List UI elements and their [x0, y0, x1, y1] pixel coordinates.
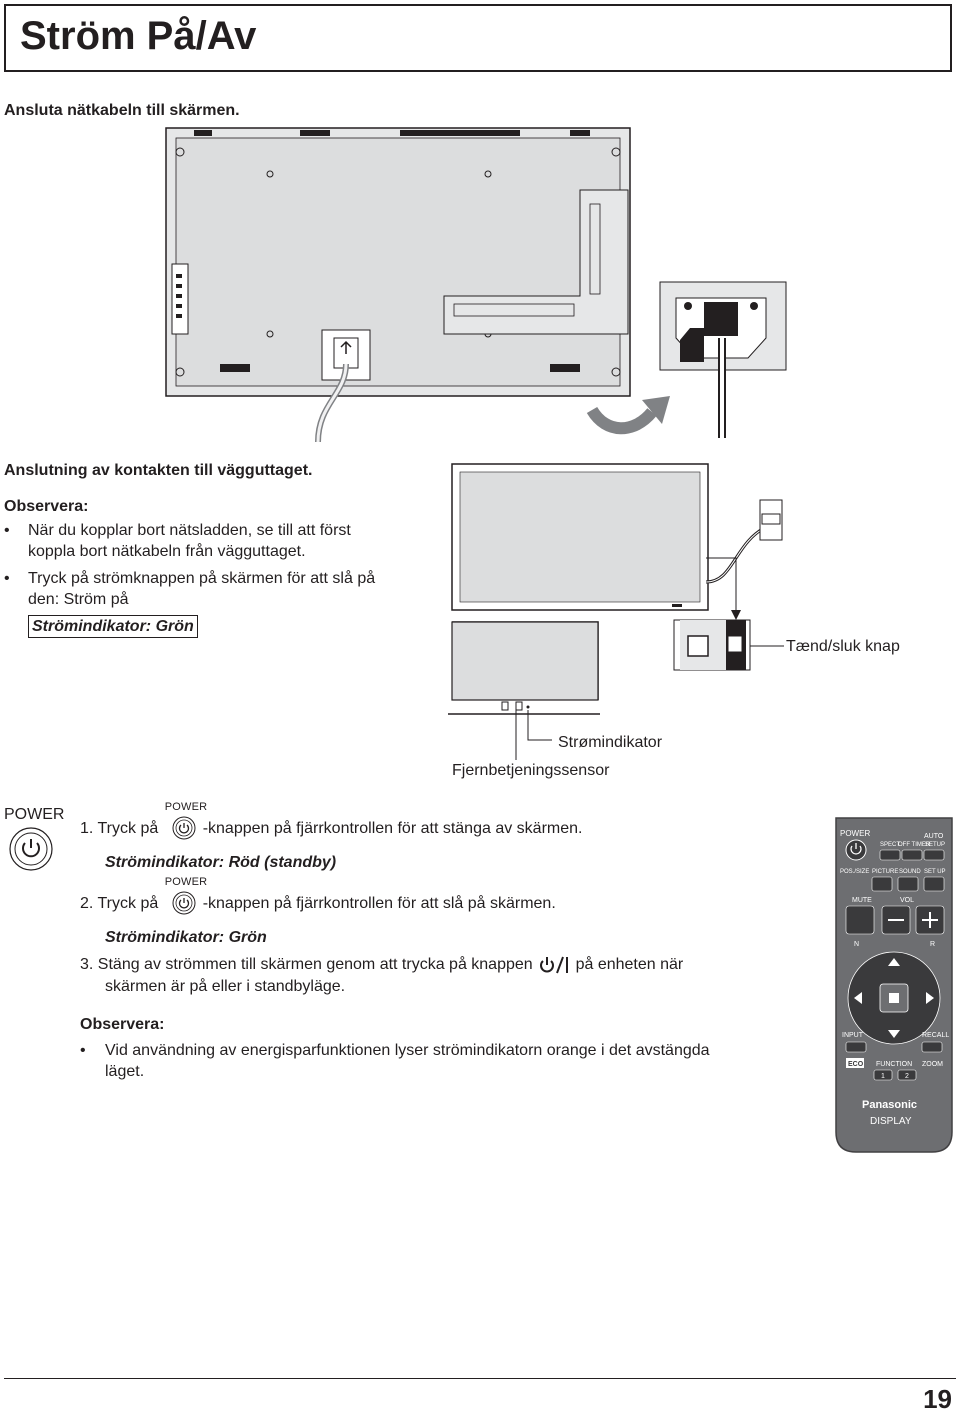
front-display-illustration [448, 463, 784, 760]
step-2-post: -knappen på fjärrkontrollen för att slå … [202, 895, 556, 912]
page-title: Ström På/Av [20, 14, 257, 58]
step-2: 2. Tryck på POWER -knappen på fjärrkontr… [80, 876, 556, 915]
label-power-switch: Tænd/sluk knap [786, 638, 900, 655]
note-bullet-2: • Tryck på strömknappen på skärmen för a… [4, 570, 376, 608]
remote-display-label: DISPLAY [870, 1116, 912, 1127]
page-title-box: Ström På/Av [4, 4, 952, 72]
remote-picture-label: PICTURE [872, 869, 898, 875]
power-icon [172, 816, 196, 840]
note-bullet-3-line1: Vid användning av energisparfunktionen l… [105, 1042, 710, 1059]
remote-mute-label: MUTE [852, 897, 872, 904]
rear-panel-illustration [165, 127, 631, 443]
remote-aspect-label: SPECT [880, 842, 900, 848]
remote-setup2-label: SET UP [924, 869, 946, 875]
remote-setup-label: SETUP [925, 842, 945, 848]
note-bullet-3: • Vid användning av energisparfunktionen… [80, 1042, 710, 1080]
connector-closeup [659, 281, 787, 438]
step-3: 3. Stäng av strömmen till skärmen genom … [80, 954, 683, 975]
step-1-post: -knappen på fjärrkontrollen för att stän… [202, 820, 583, 837]
remote-possize-label: POS./SIZE [840, 869, 869, 875]
power-icon [172, 891, 196, 915]
step-1-pre: Tryck på [97, 820, 159, 837]
remote-zoom-label: ZOOM [922, 1061, 943, 1068]
remote-function-label: FUNCTION [876, 1061, 912, 1068]
note-bullet-1: • När du kopplar bort nätsladden, se til… [4, 522, 351, 560]
step-2-indicator: Strömindikator: Grön [105, 929, 267, 946]
remote-vol-label: VOL [900, 897, 914, 904]
step-3-line2: skärmen är på eller i standbyläge. [105, 978, 346, 995]
remote-power-label: POWER [840, 829, 870, 838]
power-button-inline-1: POWER [163, 801, 207, 840]
power-switch-icon [540, 956, 569, 974]
remote-input-label: INPUT [842, 1032, 864, 1039]
remote-f1-label: 1 [881, 1073, 885, 1080]
step-1: 1. Tryck på POWER -knappen på fjärrkontr… [80, 801, 583, 840]
power-button-inline-2: POWER [163, 876, 207, 915]
power-icon-label: POWER [4, 806, 65, 823]
remote-offtimer-label: OFF TIMER [898, 842, 931, 848]
label-remote-sensor: Fjernbetjeningssensor [452, 762, 610, 779]
section3-note-heading: Observera: [80, 1016, 165, 1033]
remote-control-illustration: POWER AUTO SPECT OFF TIMER SETUP POS./SI… [835, 817, 953, 1153]
note-bullet-1-line1: När du kopplar bort nätsladden, se till … [28, 522, 351, 539]
remote-n-label: N [854, 941, 859, 948]
step-1-num: 1. [80, 820, 94, 837]
step-2-pre: Tryck på [97, 895, 159, 912]
power-icon [9, 827, 53, 871]
remote-brand-label: Panasonic [862, 1099, 917, 1111]
remote-auto-label: AUTO [924, 833, 944, 840]
section1-heading: Ansluta nätkabeln till skärmen. [4, 102, 240, 119]
step-3-num: 3. [80, 956, 94, 973]
step-3-pre: Stäng av strömmen till skärmen genom att… [97, 956, 533, 973]
section2-note-heading: Observera: [4, 498, 89, 515]
note-bullet-1-line2: koppla bort nätkabeln från vägguttaget. [28, 543, 306, 560]
note-bullet-2-line1: Tryck på strömknappen på skärmen för att… [28, 570, 376, 587]
note-bullet-2-line2: den: Ström på [28, 591, 129, 608]
indicator-green-box: Strömindikator: Grön [28, 615, 198, 638]
step-3-post: på enheten när [575, 956, 684, 973]
remote-eco-label: ECO [848, 1061, 864, 1068]
footer-rule [4, 1378, 956, 1379]
remote-r-label: R [930, 941, 935, 948]
remote-recall-label: RECALL [922, 1032, 949, 1039]
step-1-indicator: Strömindikator: Röd (standby) [105, 854, 337, 871]
section2-heading: Anslutning av kontakten till vägguttaget… [4, 462, 313, 479]
curved-arrow-icon [586, 396, 670, 435]
note-bullet-3-line2: läget. [105, 1063, 145, 1080]
remote-sound-label: SOUND [899, 869, 921, 875]
remote-f2-label: 2 [905, 1073, 909, 1080]
step-2-num: 2. [80, 895, 94, 912]
page-number: 19 [923, 1384, 952, 1414]
label-power-indicator: Strømindikator [558, 734, 663, 751]
